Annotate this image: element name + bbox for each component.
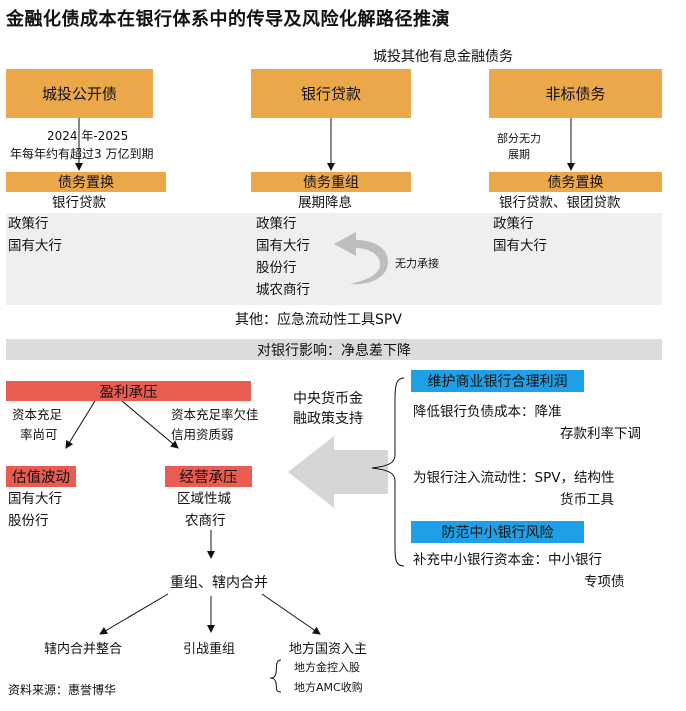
transfer-label: 无力承接: [395, 257, 439, 270]
capital-weak-line2: 信用资质弱: [171, 427, 234, 442]
bank-list-mid: 政策行 国有大行 股份行 城农商行: [256, 213, 310, 301]
bank-item: 国有大行: [256, 238, 310, 254]
outcome-merge: 辖内合并整合: [44, 642, 123, 657]
unable-extend-line1: 部分无力: [497, 132, 541, 145]
arrow-to-operating: [121, 400, 179, 449]
central-line1: 中央货币金: [293, 391, 363, 407]
arrow-to-merge: [99, 593, 169, 635]
bank-item: 政策行: [256, 216, 297, 232]
bank-item: 国有大行: [8, 238, 62, 254]
method-desc-left: 银行贷款: [52, 195, 106, 211]
arrow-to-state: [261, 593, 321, 635]
method-bar-swap-left: 债务置换: [6, 172, 166, 192]
method-desc-right: 银行贷款、银团贷款: [499, 195, 621, 211]
policy-item2-line1: 为银行注入流动性：SPV，结构性: [413, 470, 615, 486]
central-policy-label: 中央货币金 融政策支持: [293, 389, 363, 429]
bank-item: 国有大行: [8, 491, 62, 507]
bank-panel: [6, 213, 662, 305]
unable-extend-line2: 展期: [508, 148, 530, 161]
source-box-non-standard: 非标债务: [489, 69, 662, 118]
profit-pressure-box: 盈利承压: [6, 381, 251, 401]
capital-ok-note: 资本充足 率尚可: [12, 405, 62, 445]
state-bracket: [269, 659, 282, 693]
method-desc-mid: 展期降息: [298, 195, 352, 211]
method-bar-restructure: 债务重组: [251, 172, 411, 192]
transfer-arrow-icon: [334, 232, 388, 285]
bank-item: 政策行: [8, 216, 49, 232]
bank-item: 国有大行: [493, 238, 547, 254]
policy-box-risk: 防范中小银行风险: [411, 521, 584, 543]
policy-item3-line2: 专项债: [584, 574, 625, 590]
operating-box: 经营承压: [165, 466, 252, 487]
central-line2: 融政策支持: [293, 411, 363, 427]
policy-item2-line2: 货币工具: [560, 492, 614, 508]
capital-ok-line2: 率尚可: [20, 427, 58, 442]
source-box-bank-loan: 银行贷款: [251, 69, 411, 118]
policy-item3-line1: 补充中小银行资本金：中小银行: [413, 552, 602, 568]
valuation-banks: 国有大行 股份行: [8, 488, 62, 532]
bank-item: 股份行: [8, 513, 49, 529]
policy-item1-line2: 存款利率下调: [560, 426, 641, 442]
outcome-strategic: 引战重组: [183, 642, 236, 657]
capital-weak-note: 资本充足率欠佳 信用资质弱: [171, 405, 259, 445]
bank-item: 政策行: [493, 216, 534, 232]
state-sub-1: 地方金控入股: [294, 661, 360, 674]
other-tool-label: 其他：应急流动性工具SPV: [235, 312, 402, 328]
outcome-state: 地方国资入主: [289, 642, 368, 657]
restructure-label: 重组、辖内合并: [170, 575, 268, 591]
policy-arrow: [288, 436, 388, 508]
page-title: 金融化债成本在银行体系中的传导及风险化解路径推演: [6, 9, 450, 30]
policy-box-profit: 维护商业银行合理利润: [411, 370, 584, 392]
impact-bar: 对银行影响：净息差下降: [6, 339, 662, 360]
operating-banks-line2: 农商行: [185, 513, 226, 529]
maturity-note-line2: 年每年约有超过3 万亿到期: [10, 147, 154, 161]
method-bar-swap-right: 债务置换: [489, 172, 662, 192]
capital-ok-line1: 资本充足: [12, 407, 63, 422]
source-note: 资料来源：惠誉博华: [8, 683, 117, 697]
other-debt-label: 城投其他有息金融债务: [373, 49, 513, 65]
bank-item: 股份行: [256, 260, 297, 276]
policy-item1-line1: 降低银行负债成本：降准: [413, 404, 562, 420]
operating-banks: 区域性城 农商行: [177, 488, 231, 532]
valuation-box: 估值波动: [6, 466, 76, 487]
bank-list-left: 政策行 国有大行: [8, 213, 62, 257]
arrow-to-valuation: [65, 400, 96, 449]
bank-list-right: 政策行 国有大行: [493, 213, 547, 257]
operating-banks-line1: 区域性城: [177, 491, 231, 507]
source-box-public-bond: 城投公开债: [6, 69, 153, 118]
bank-item: 城农商行: [256, 282, 310, 298]
maturity-note-line1: 2024 年-2025: [47, 129, 129, 143]
state-sub-2: 地方AMC收购: [294, 681, 363, 694]
policy-brace: [371, 377, 405, 567]
capital-weak-line1: 资本充足率欠佳: [171, 407, 259, 422]
